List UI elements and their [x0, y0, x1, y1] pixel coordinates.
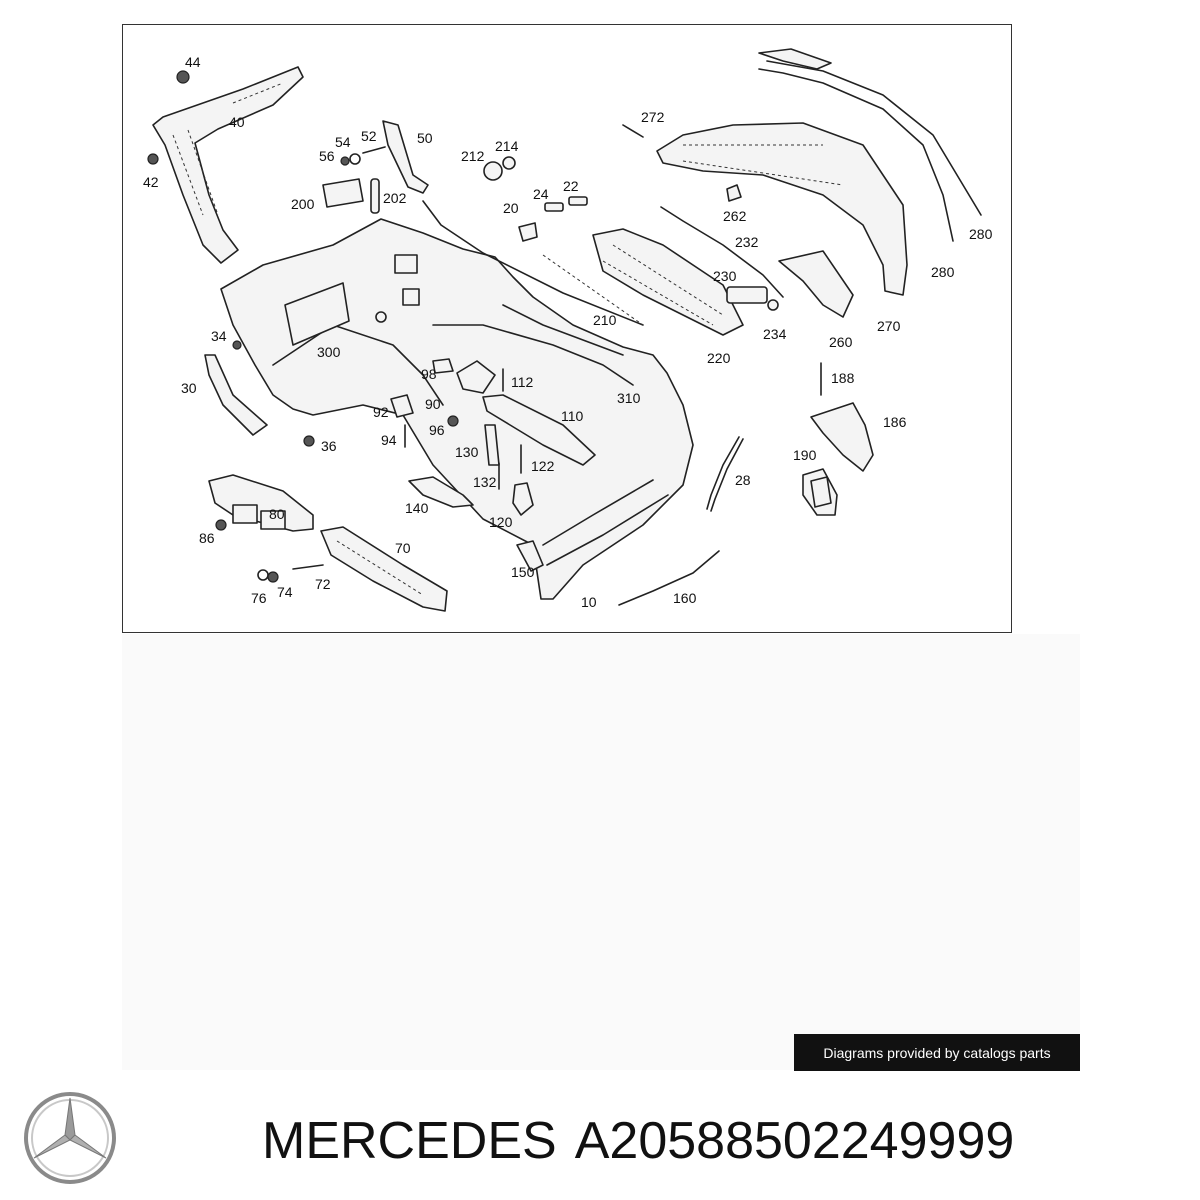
diagram-credit-badge: Diagrams provided by catalogs parts — [794, 1034, 1080, 1071]
part-strip-110 — [482, 394, 596, 466]
brand-name: MERCEDES — [262, 1112, 557, 1170]
callout-28: 28 — [735, 472, 751, 488]
callout-200: 200 — [291, 196, 315, 212]
callout-232: 232 — [735, 234, 759, 250]
callout-54: 54 — [335, 134, 351, 150]
callout-42: 42 — [143, 174, 159, 190]
callout-160: 160 — [673, 590, 697, 606]
callout-36: 36 — [321, 438, 337, 454]
part-bracket-186 — [810, 362, 874, 472]
callout-80: 80 — [269, 506, 285, 522]
part-ring-190 — [802, 468, 838, 516]
part-bracket-30 — [204, 340, 268, 436]
part-number: A20588502249999 — [574, 1112, 1015, 1170]
part-cover-200 — [322, 178, 380, 214]
part-bracket-upper — [340, 120, 429, 194]
callout-260: 260 — [829, 334, 853, 350]
callout-112: 112 — [511, 374, 534, 390]
callout-76: 76 — [251, 590, 267, 606]
callout-110: 110 — [561, 408, 584, 424]
callout-22: 22 — [563, 178, 579, 194]
callout-120: 120 — [489, 514, 513, 530]
callout-86: 86 — [199, 530, 215, 546]
callout-280: 280 — [969, 226, 993, 242]
part-clip-262 — [726, 184, 742, 202]
part-sensor-230 — [726, 286, 779, 311]
callout-202: 202 — [383, 190, 407, 206]
callout-92: 92 — [373, 404, 389, 420]
part-inner-310 — [432, 304, 634, 386]
part-bracket-left — [147, 66, 304, 264]
part-bracket-120 — [408, 424, 534, 516]
callout-34: 34 — [211, 328, 227, 344]
callout-96: 96 — [429, 422, 445, 438]
part-strip-28 — [706, 436, 744, 512]
callout-188: 188 — [831, 370, 855, 386]
callout-98: 98 — [421, 366, 437, 382]
callout-40: 40 — [229, 114, 245, 130]
part-caption: MERCEDES A20588502249999 — [262, 1106, 1014, 1176]
callout-20: 20 — [503, 200, 519, 216]
callout-210: 210 — [593, 312, 617, 328]
callout-300: 300 — [317, 344, 341, 360]
part-diffuser-210 — [422, 200, 744, 336]
blank-area — [122, 634, 1080, 1070]
part-bracket-80 — [208, 474, 314, 532]
callout-30: 30 — [181, 380, 197, 396]
callout-90: 90 — [425, 396, 441, 412]
part-clip-36 — [303, 435, 315, 447]
callout-72: 72 — [315, 576, 331, 592]
mercedes-star-icon — [24, 1092, 116, 1184]
callout-130: 130 — [455, 444, 479, 460]
part-sensor-212 — [483, 156, 516, 181]
callout-140: 140 — [405, 500, 429, 516]
callout-262: 262 — [723, 208, 747, 224]
callout-234: 234 — [763, 326, 787, 342]
callout-230: 230 — [713, 268, 737, 284]
part-trim-270 — [656, 122, 908, 296]
callout-24: 24 — [533, 186, 549, 202]
callout-214: 214 — [495, 138, 519, 154]
part-clips-20 — [518, 196, 588, 242]
callout-272: 272 — [641, 109, 665, 125]
callout-122: 122 — [531, 458, 555, 474]
callout-270: 270 — [877, 318, 901, 334]
part-fasteners-72 — [257, 564, 324, 583]
parts-diagram-drawing: 44 40 42 54 52 50 56 214 212 272 200 202 24 22 20 262 23… — [143, 48, 993, 612]
part-bumper-main — [220, 218, 694, 600]
callout-44: 44 — [185, 54, 201, 70]
callout-52: 52 — [361, 128, 377, 144]
parts-diagram: 44 40 42 54 52 50 56 214 212 272 200 202 24 22 20 262 23… — [122, 24, 1012, 633]
callout-56: 56 — [319, 148, 335, 164]
callout-50: 50 — [417, 130, 433, 146]
callout-280: 280 — [931, 264, 955, 280]
callout-310: 310 — [617, 390, 641, 406]
callout-10: 10 — [581, 594, 597, 610]
callout-190: 190 — [793, 447, 817, 463]
part-pin-272 — [622, 124, 644, 138]
part-reflector-150 — [516, 540, 544, 572]
callout-186: 186 — [883, 414, 907, 430]
callout-94: 94 — [381, 432, 397, 448]
callout-70: 70 — [395, 540, 411, 556]
callout-220: 220 — [707, 350, 731, 366]
part-bracket-90 — [390, 358, 504, 448]
part-trim-280 — [758, 48, 982, 242]
callout-132: 132 — [473, 474, 497, 490]
part-strip-160 — [618, 550, 720, 606]
callout-layer: 44 40 42 54 52 50 56 214 212 272 200 202 24 22 20 262 23… — [143, 54, 993, 610]
part-bracket-70 — [320, 526, 448, 612]
callout-212: 212 — [461, 148, 485, 164]
part-bracket-260 — [778, 250, 854, 318]
part-strip-232 — [660, 206, 784, 298]
callout-74: 74 — [277, 584, 293, 600]
callout-150: 150 — [511, 564, 535, 580]
